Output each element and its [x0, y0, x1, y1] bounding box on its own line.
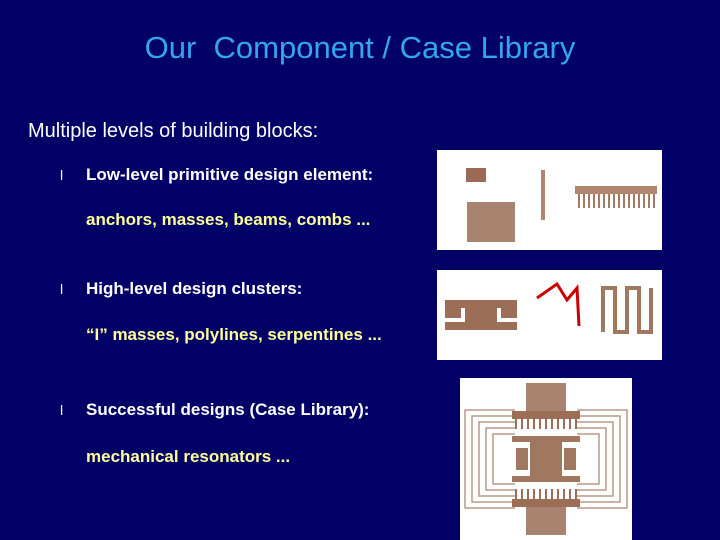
- resonator-bottom-anchor: [526, 507, 566, 535]
- mechanical-resonator-image: [460, 378, 632, 540]
- bullet-low-level-detail: anchors, masses, beams, combs ...: [86, 210, 371, 229]
- bullet-high-level-detail: “I” masses, polylines, serpentines ...: [86, 325, 382, 344]
- anchor-primitive: [466, 168, 486, 182]
- bullet-high-level-label: High-level design clusters:: [86, 279, 303, 298]
- mass-primitive: [467, 202, 515, 242]
- comb-primitive: [575, 186, 657, 208]
- resonator-top-comb: [512, 411, 580, 429]
- resonator-top-anchor: [526, 383, 566, 411]
- bullet-marker: l: [60, 281, 64, 297]
- resonator-left-springs: [464, 409, 515, 509]
- bullet-case-library-detail: mechanical resonators ...: [86, 447, 291, 466]
- bullet-case-library-label: Successful designs (Case Library):: [86, 400, 370, 419]
- bullet-marker: l: [60, 167, 64, 183]
- serpentine-cluster: [601, 286, 653, 334]
- polyline-cluster: [536, 281, 581, 327]
- resonator-bottom-comb: [512, 489, 580, 507]
- primitive-elements-image: [437, 150, 662, 250]
- beam-primitive: [541, 170, 545, 220]
- bullet-low-level-label: Low-level primitive design element:: [86, 165, 374, 184]
- i-mass-cluster: [445, 300, 517, 330]
- slide-title: Our Component / Case Library: [144, 30, 576, 65]
- bullet-marker: l: [60, 402, 64, 418]
- design-clusters-image: [437, 270, 662, 360]
- resonator-center-mass: [512, 436, 580, 482]
- resonator-right-springs: [577, 409, 628, 509]
- slide-subtitle: Multiple levels of building blocks:: [28, 120, 319, 142]
